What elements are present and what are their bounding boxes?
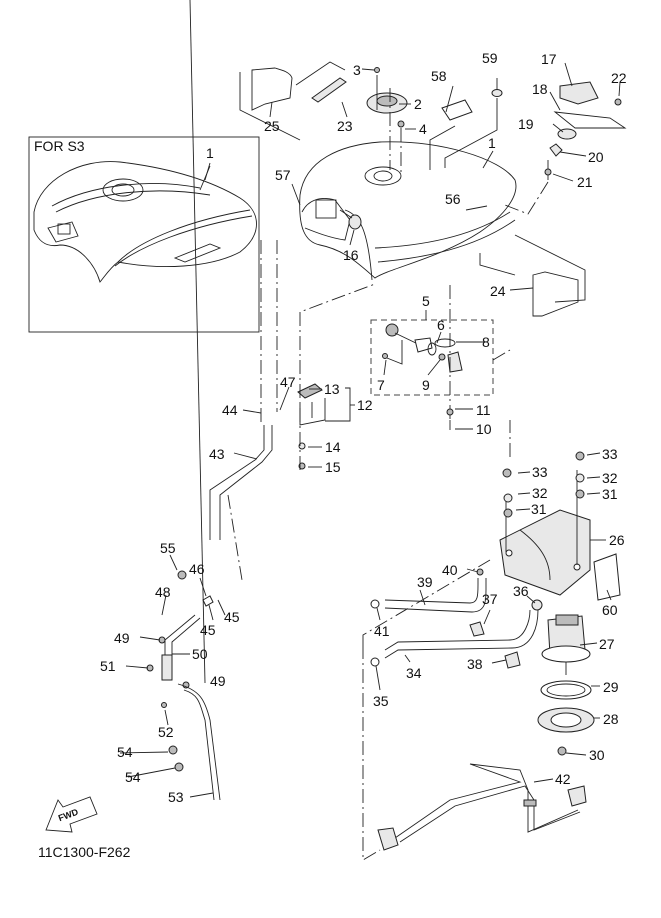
callout-13[interactable]: 13 (324, 381, 340, 397)
callout-59[interactable]: 59 (482, 50, 498, 66)
callout-14[interactable]: 14 (325, 439, 341, 455)
leader-lines (119, 0, 621, 798)
callout-45-left[interactable]: 45 (200, 622, 216, 638)
callout-51[interactable]: 51 (100, 658, 116, 674)
damper-23 (295, 61, 347, 103)
fuel-hose-42 (377, 763, 587, 851)
callout-39[interactable]: 39 (417, 574, 433, 590)
callout-33-right[interactable]: 33 (602, 446, 618, 462)
callout-32-left[interactable]: 32 (532, 485, 548, 501)
callout-15[interactable]: 15 (325, 459, 341, 475)
callout-16[interactable]: 16 (343, 247, 359, 263)
callout-49-right[interactable]: 49 (210, 673, 226, 689)
callout-1-inset[interactable]: 1 (206, 145, 214, 161)
callout-5[interactable]: 5 (422, 293, 430, 309)
fuel-tank (299, 141, 517, 281)
valve-group (146, 570, 221, 801)
callout-19[interactable]: 19 (518, 116, 534, 132)
callout-28[interactable]: 28 (603, 711, 619, 727)
label-58 (429, 99, 473, 170)
callout-21[interactable]: 21 (577, 174, 593, 190)
inset-s3-frame (28, 136, 260, 333)
emblem-24 (479, 234, 586, 317)
bracket-18 (553, 81, 627, 129)
callout-29[interactable]: 29 (603, 679, 619, 695)
callout-37[interactable]: 37 (482, 591, 498, 607)
inset-fuel-tank (33, 161, 257, 283)
callout-8[interactable]: 8 (482, 334, 490, 350)
fuel-cock-assy (370, 319, 494, 396)
callout-6[interactable]: 6 (437, 317, 445, 333)
callout-56[interactable]: 56 (445, 191, 461, 207)
canister-fasteners (502, 451, 585, 518)
callout-34[interactable]: 34 (406, 665, 422, 681)
callout-30[interactable]: 30 (589, 747, 605, 763)
emblem-25 (239, 67, 301, 141)
callout-42[interactable]: 42 (555, 771, 571, 787)
callout-54-top[interactable]: 54 (117, 744, 133, 760)
hose-39 (370, 578, 487, 613)
callout-31-right[interactable]: 31 (602, 486, 618, 502)
callout-33-left[interactable]: 33 (532, 464, 548, 480)
fuel-pump-27 (537, 614, 595, 756)
tank-cap (366, 67, 408, 172)
callout-25[interactable]: 25 (264, 118, 280, 134)
callout-50[interactable]: 50 (192, 646, 208, 662)
callout-2[interactable]: 2 (414, 96, 422, 112)
collar-19-20-bolt-21 (504, 128, 577, 215)
callout-45-right[interactable]: 45 (224, 609, 240, 625)
callout-41[interactable]: 41 (374, 623, 390, 639)
callout-18[interactable]: 18 (532, 81, 548, 97)
callout-32-right[interactable]: 32 (602, 470, 618, 486)
grommet-59 (444, 89, 503, 168)
callout-43[interactable]: 43 (209, 446, 225, 462)
callout-53[interactable]: 53 (168, 789, 184, 805)
callout-31-left[interactable]: 31 (531, 501, 547, 517)
callout-4[interactable]: 4 (419, 121, 427, 137)
nut-16 (339, 209, 362, 230)
callout-48[interactable]: 48 (155, 584, 171, 600)
callout-57[interactable]: 57 (275, 167, 291, 183)
callout-26[interactable]: 26 (609, 532, 625, 548)
callout-24[interactable]: 24 (490, 283, 506, 299)
callout-9[interactable]: 9 (422, 377, 430, 393)
hose-43 (209, 240, 278, 581)
inset-label: FOR S3 (34, 138, 85, 154)
callout-58[interactable]: 58 (431, 68, 447, 84)
callout-54-bottom[interactable]: 54 (125, 769, 141, 785)
callout-35[interactable]: 35 (373, 693, 389, 709)
callout-17[interactable]: 17 (541, 51, 557, 67)
callout-12[interactable]: 12 (357, 397, 373, 413)
callout-38[interactable]: 38 (467, 656, 483, 672)
callout-3[interactable]: 3 (353, 62, 361, 78)
callout-23[interactable]: 23 (337, 118, 353, 134)
callout-49-left[interactable]: 49 (114, 630, 130, 646)
callout-55[interactable]: 55 (160, 540, 176, 556)
callout-36[interactable]: 36 (513, 583, 529, 599)
bracket-assy-12 (297, 283, 376, 470)
callout-60[interactable]: 60 (602, 602, 618, 618)
canister-26 (499, 470, 621, 601)
callout-11[interactable]: 11 (476, 402, 491, 418)
callout-7[interactable]: 7 (377, 377, 385, 393)
fwd-arrow (45, 796, 98, 833)
callout-1[interactable]: 1 (488, 135, 496, 151)
callout-46[interactable]: 46 (189, 561, 205, 577)
callout-22[interactable]: 22 (611, 70, 627, 86)
callout-44[interactable]: 44 (222, 402, 238, 418)
callout-52[interactable]: 52 (158, 724, 174, 740)
diagram-reference-code: 11C1300-F262 (38, 844, 131, 860)
callout-40[interactable]: 40 (442, 562, 458, 578)
callout-47[interactable]: 47 (280, 374, 296, 390)
callout-20[interactable]: 20 (588, 149, 604, 165)
hose-34 (370, 609, 539, 667)
callout-10[interactable]: 10 (476, 421, 492, 437)
callout-27[interactable]: 27 (599, 636, 615, 652)
